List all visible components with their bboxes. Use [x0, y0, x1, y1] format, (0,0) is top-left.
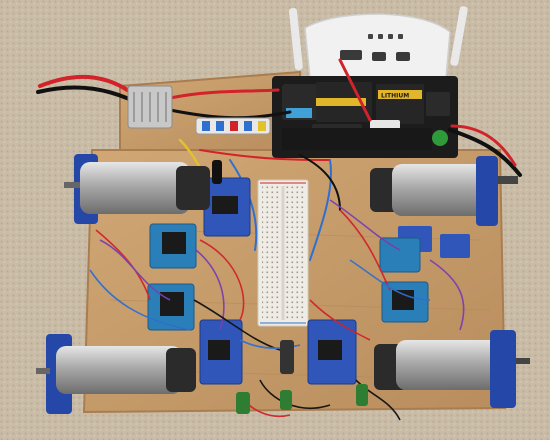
motor-driver-boards — [147, 223, 429, 331]
battery-label-1: LITHIUM — [381, 93, 409, 100]
wiring-harness — [36, 58, 522, 261]
motor-front-left — [64, 154, 210, 224]
microcontroller-boards — [199, 177, 470, 385]
motor-front-right — [370, 156, 518, 226]
fuse-block — [195, 117, 271, 135]
breadboard — [257, 179, 309, 327]
battery-pack: LITHIUM — [272, 76, 458, 158]
motor-rear-left — [36, 334, 196, 414]
motor-rear-right — [374, 330, 530, 408]
voltage-regulator-heatsink — [127, 85, 173, 129]
bottom-connectors — [212, 160, 368, 414]
